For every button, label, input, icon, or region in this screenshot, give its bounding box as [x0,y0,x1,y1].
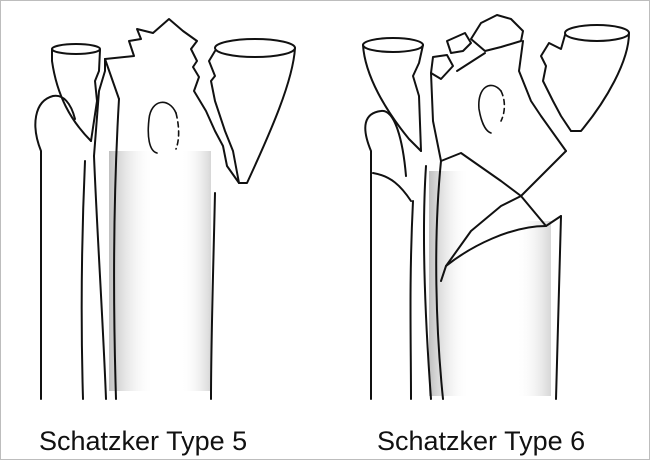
notch-dash-left [176,113,179,149]
caption-schatzker-type-6: Schatzker Type 6 [377,425,585,457]
notch-outline-right [479,85,501,133]
lateral-condyle-fragment-right [363,38,423,151]
shaft-shading-left-2 [181,151,211,391]
lateral-condyle-fragment [52,44,100,141]
fibula-left [35,96,85,399]
shaft-shading-right-2 [516,221,551,396]
schatzker-type-5-sketch [35,19,295,399]
caption-schatzker-type-5: Schatzker Type 5 [39,425,247,457]
medial-condyle-fragment [209,39,295,183]
schatzker-type-6-sketch [363,15,629,399]
medial-condyle-fragment-right [541,25,629,131]
notch-dash-right [501,91,504,121]
shaft-shading-right [429,171,469,396]
notch-outline-left [148,102,176,153]
fibula-right [365,111,413,399]
